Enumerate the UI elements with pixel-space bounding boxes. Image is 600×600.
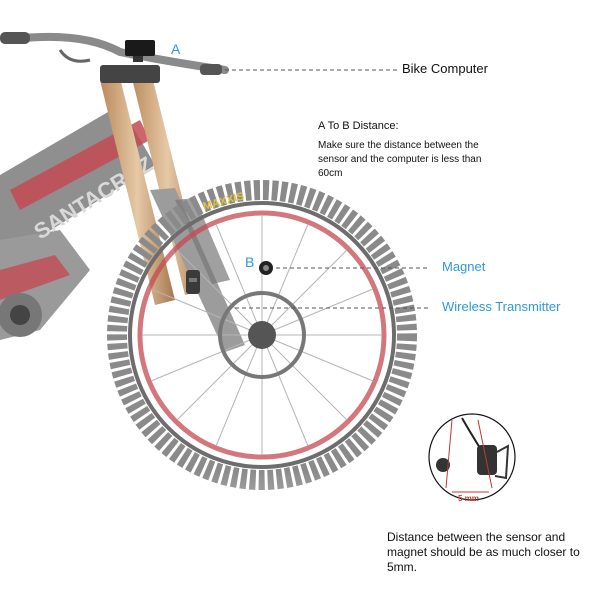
- point-b-label: B: [245, 254, 255, 270]
- bike-computer-label: Bike Computer: [402, 61, 488, 76]
- distance-note-title: A To B Distance:: [318, 120, 399, 132]
- point-a-label: A: [171, 41, 181, 57]
- wireless-transmitter-part: [186, 270, 200, 294]
- front-wheel: MAXXIS: [107, 180, 417, 490]
- magnet-label: Magnet: [442, 259, 486, 274]
- gap-measure-label: 5 mm: [458, 494, 479, 503]
- sensor-distance-note: Distance between the sensor and magnet s…: [387, 530, 580, 574]
- distance-note-body: Make sure the distance between the senso…: [318, 140, 482, 179]
- sensor-gap-inset: [428, 413, 516, 501]
- bike-computer-device: [125, 40, 155, 62]
- wireless-transmitter-label: Wireless Transmitter: [442, 299, 561, 314]
- magnet-part: [259, 261, 273, 275]
- reflection-fade: [0, 470, 600, 600]
